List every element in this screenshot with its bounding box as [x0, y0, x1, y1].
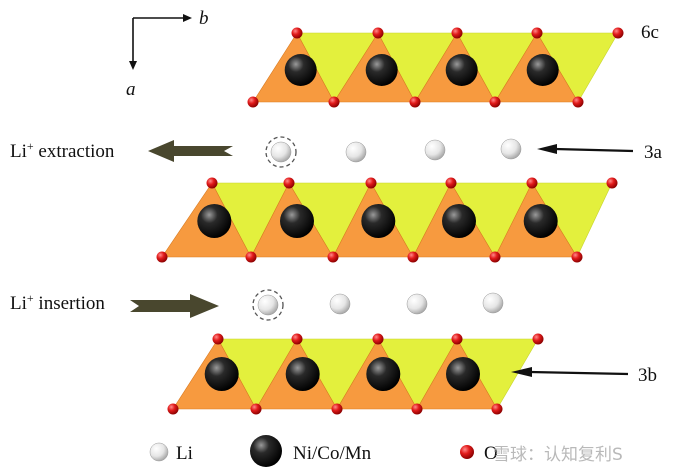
legend-oxygen-swatch	[460, 445, 474, 459]
legend: Li Ni/Co/Mn O 雪球：认知复利S	[149, 435, 623, 467]
legend-li-swatch	[149, 442, 169, 462]
oxygen-atom	[372, 333, 384, 345]
axis-indicator: b a	[126, 8, 209, 100]
oxygen-atom	[532, 333, 544, 345]
insertion-arrow	[130, 294, 219, 318]
oxygen-atom	[531, 27, 543, 39]
oxygen-atom	[331, 403, 343, 415]
extraction-arrow	[148, 140, 233, 162]
oxygen-atom	[572, 96, 584, 108]
pointer-3a-head	[537, 144, 557, 154]
metal-atom	[285, 357, 320, 391]
lithium-atom	[329, 293, 351, 315]
extraction-arrow-shape	[148, 140, 233, 162]
lithium-layer-3a	[265, 136, 522, 168]
oxygen-atom	[491, 403, 503, 415]
metal-atom	[445, 54, 478, 86]
oxygen-atom	[612, 27, 624, 39]
oxygen-atom	[372, 27, 384, 39]
watermark: 雪球：认知复利S	[493, 445, 623, 465]
vacancy-ring	[265, 136, 297, 168]
legend-metal-swatch	[250, 435, 282, 467]
layer-middle	[156, 177, 618, 263]
metal-atom	[361, 204, 396, 238]
pointer-3a-line	[554, 147, 634, 153]
oxygen-atom	[451, 27, 463, 39]
oxygen-atom	[167, 403, 179, 415]
metal-atom	[523, 204, 558, 238]
lithium-atom	[257, 294, 279, 316]
lithium-atom	[406, 293, 428, 315]
metal-atom	[197, 204, 232, 238]
layer-6c	[247, 27, 624, 108]
insertion-label: Li+ insertion	[10, 291, 105, 314]
pointer-3a	[537, 144, 634, 154]
lithium-atom	[500, 138, 522, 160]
pointer-3b-head	[511, 367, 532, 377]
metal-atom	[446, 357, 480, 391]
oxygen-atom	[526, 177, 538, 189]
oxygen-atom	[445, 177, 457, 189]
vacancy-ring	[252, 289, 284, 321]
pointer-3b-line	[529, 370, 629, 376]
lithium-layer-insertion	[252, 289, 504, 321]
a-axis-label: a	[126, 79, 136, 100]
transition-metal-layers	[156, 27, 624, 415]
oxygen-atom	[156, 251, 168, 263]
oxygen-atom	[250, 403, 262, 415]
legend-oxygen-label: O	[484, 443, 498, 464]
a-axis-arrowhead	[129, 61, 137, 70]
oxygen-atom	[283, 177, 295, 189]
lithium-atom	[482, 292, 504, 314]
oxygen-atom	[365, 177, 377, 189]
metal-atom	[284, 54, 317, 86]
oxygen-atom	[327, 251, 339, 263]
oxygen-atom	[489, 96, 501, 108]
pointer-3b	[511, 367, 629, 377]
b-axis-label: b	[199, 8, 209, 29]
oxygen-atom	[489, 251, 501, 263]
metal-atom	[365, 54, 398, 86]
oxygen-atom	[409, 96, 421, 108]
lithium-atom	[424, 139, 446, 161]
metal-atom	[280, 204, 314, 238]
oxygen-atom	[206, 177, 218, 189]
site-label-3b: 3b	[638, 365, 657, 386]
oxygen-atom	[212, 333, 224, 345]
oxygen-atom	[571, 251, 583, 263]
legend-metal-label: Ni/Co/Mn	[293, 443, 372, 464]
metal-atom	[366, 357, 401, 391]
site-label-3a: 3a	[644, 142, 663, 163]
layer-3b	[167, 333, 544, 415]
b-axis-arrowhead	[183, 14, 192, 22]
site-label-6c: 6c	[641, 22, 659, 43]
lithium-atom	[345, 141, 367, 163]
oxygen-atom	[411, 403, 423, 415]
lithium-atom	[270, 141, 292, 163]
legend-li-label: Li	[176, 443, 193, 464]
oxygen-atom	[328, 96, 340, 108]
metal-atom	[442, 204, 476, 238]
oxygen-atom	[451, 333, 463, 345]
oxygen-atom	[291, 27, 303, 39]
oxygen-atom	[606, 177, 618, 189]
oxygen-atom	[291, 333, 303, 345]
extraction-label: Li+ extraction	[10, 139, 115, 162]
oxygen-atom	[247, 96, 259, 108]
metal-atom	[526, 54, 559, 86]
metal-atom	[204, 357, 239, 391]
oxygen-atom	[245, 251, 257, 263]
insertion-arrow-shape	[130, 294, 219, 318]
oxygen-atom	[407, 251, 419, 263]
